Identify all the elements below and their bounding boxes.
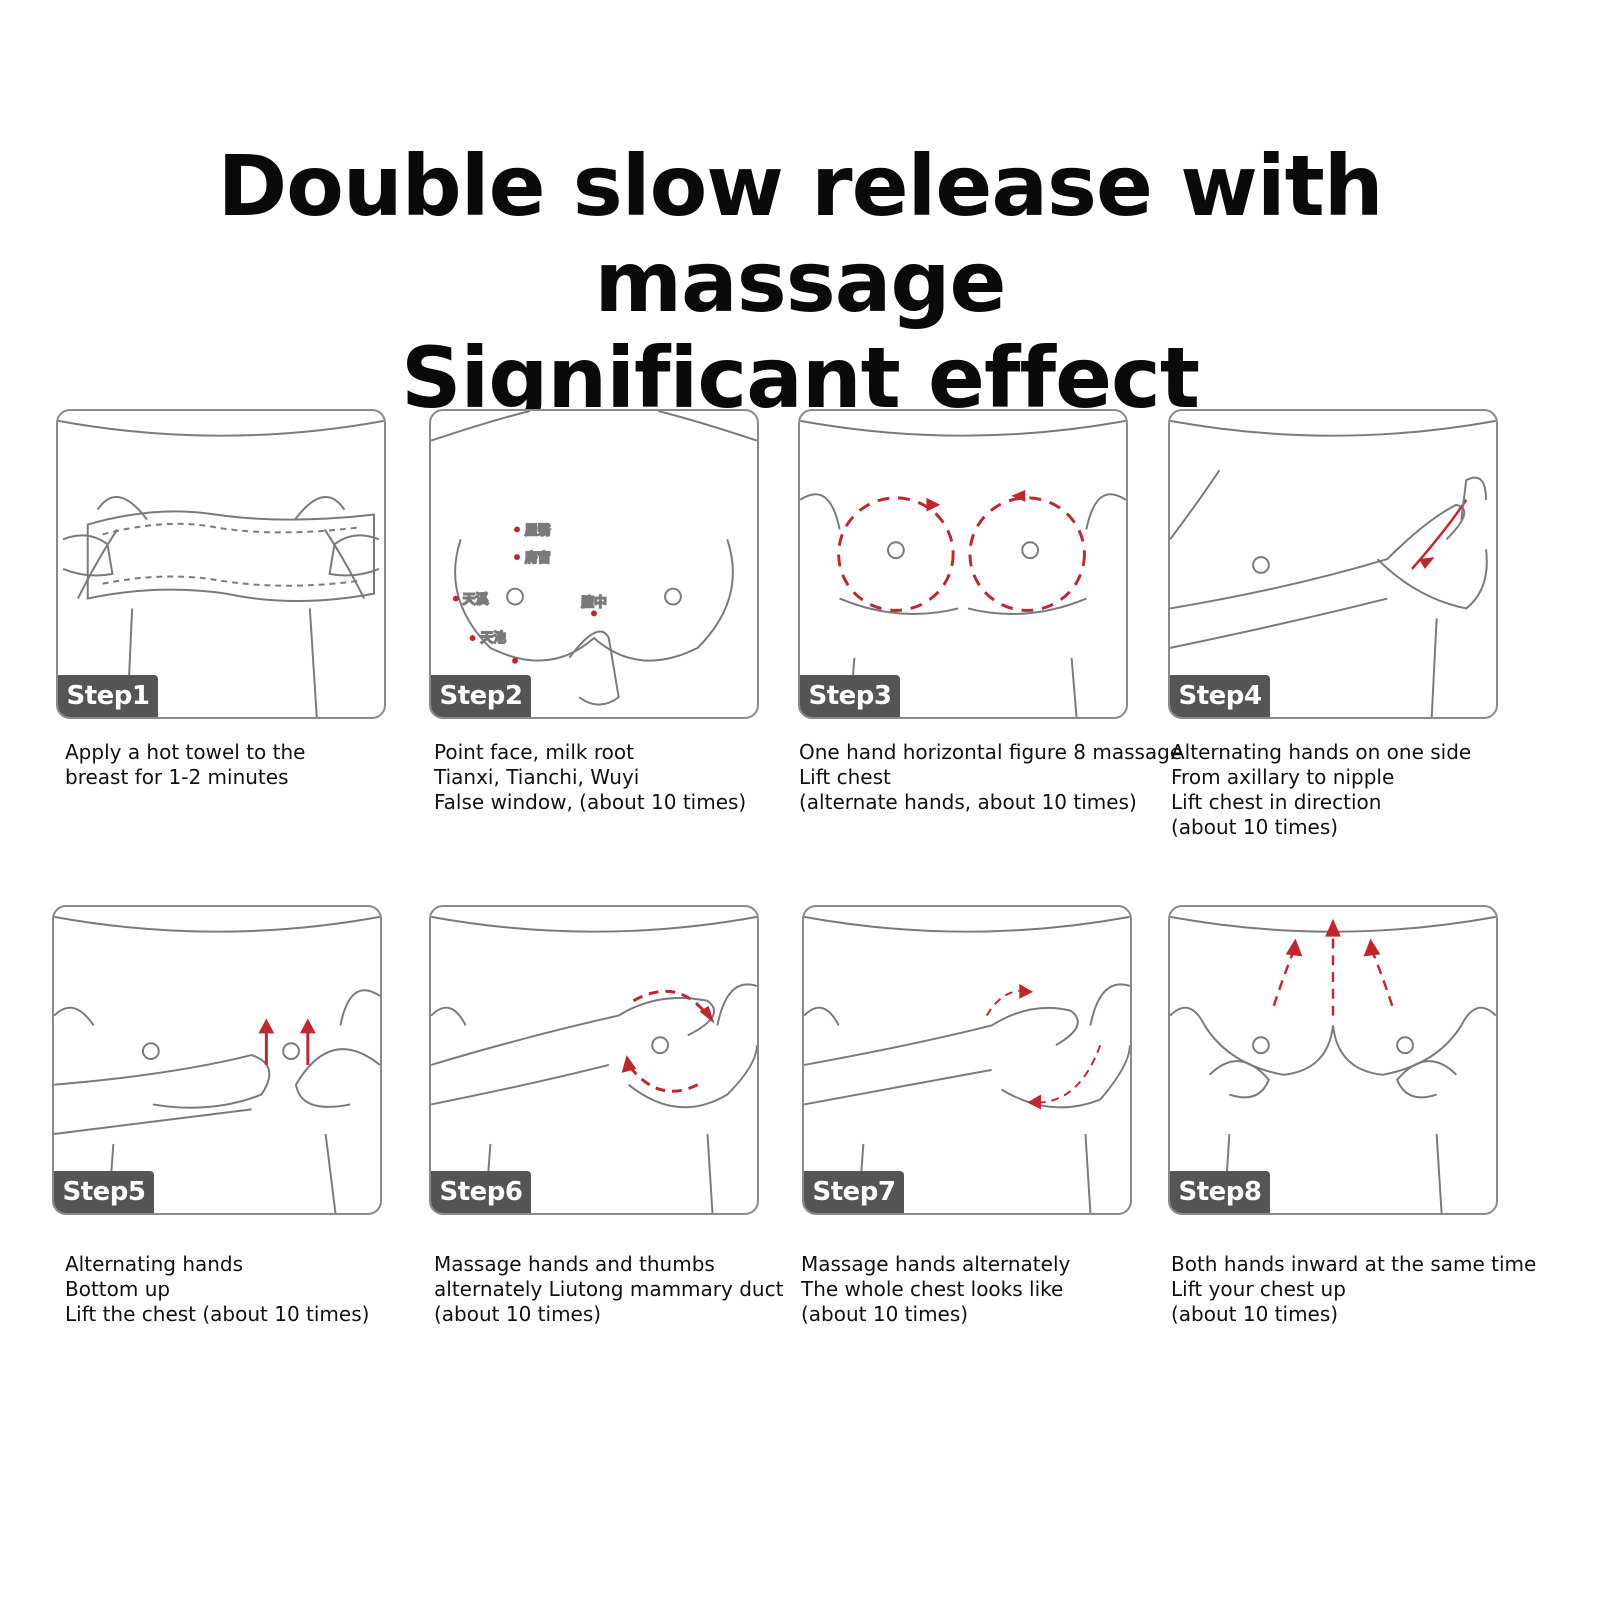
step-5-caption: Alternating hands Bottom up Lift the che… bbox=[65, 1252, 370, 1326]
title-line-1: Double slow release with massage bbox=[217, 137, 1383, 331]
page-title: Double slow release with massage Signifi… bbox=[0, 138, 1600, 426]
step-badge: Step5 bbox=[54, 1171, 154, 1213]
step-3-illustration: Step3 bbox=[798, 409, 1128, 719]
step-badge: Step6 bbox=[431, 1171, 531, 1213]
step-8-illustration: Step8 bbox=[1168, 905, 1498, 1215]
step-3-caption: One hand horizontal figure 8 massage Lif… bbox=[799, 740, 1183, 814]
step-4-caption: Alternating hands on one side From axill… bbox=[1171, 740, 1472, 839]
acupoint-illustration: 屋翳 膺窗 天溪 天池 膻中 bbox=[431, 411, 757, 706]
mammary-duct-illustration bbox=[431, 915, 757, 1213]
whole-chest-illustration bbox=[804, 915, 1130, 1213]
step-badge: Step4 bbox=[1170, 675, 1270, 717]
axillary-illustration bbox=[1170, 419, 1496, 717]
step-6-illustration: Step6 bbox=[429, 905, 759, 1215]
towel-illustration bbox=[58, 419, 384, 717]
step-2-caption: Point face, milk root Tianxi, Tianchi, W… bbox=[434, 740, 747, 814]
step-5-illustration: Step5 bbox=[52, 905, 382, 1215]
figure-8-illustration bbox=[800, 419, 1126, 717]
step-2-illustration: 屋翳 膺窗 天溪 天池 膻中 Step2 bbox=[429, 409, 759, 719]
inward-lift-illustration bbox=[1170, 915, 1496, 1213]
step-1-caption: Apply a hot towel to the breast for 1-2 … bbox=[65, 740, 306, 789]
step-7-caption: Massage hands alternately The whole ches… bbox=[801, 1252, 1071, 1326]
acupoint-label: 天池 bbox=[480, 631, 506, 646]
step-4-illustration: Step4 bbox=[1168, 409, 1498, 719]
acupoint-label: 天溪 bbox=[463, 592, 489, 607]
step-8-caption: Both hands inward at the same time Lift … bbox=[1171, 1252, 1537, 1326]
acupoint-label: 膻中 bbox=[581, 595, 607, 610]
step-badge: Step3 bbox=[800, 675, 900, 717]
step-badge: Step8 bbox=[1170, 1171, 1270, 1213]
step-6-caption: Massage hands and thumbs alternately Liu… bbox=[434, 1252, 784, 1326]
step-badge: Step2 bbox=[431, 675, 531, 717]
acupoint-label: 膺窗 bbox=[525, 551, 551, 566]
step-1-illustration: Step1 bbox=[56, 409, 386, 719]
step-badge: Step1 bbox=[58, 675, 158, 717]
acupoint-label: 屋翳 bbox=[525, 523, 551, 538]
bottom-up-illustration bbox=[54, 915, 380, 1213]
step-7-illustration: Step7 bbox=[802, 905, 1132, 1215]
step-badge: Step7 bbox=[804, 1171, 904, 1213]
